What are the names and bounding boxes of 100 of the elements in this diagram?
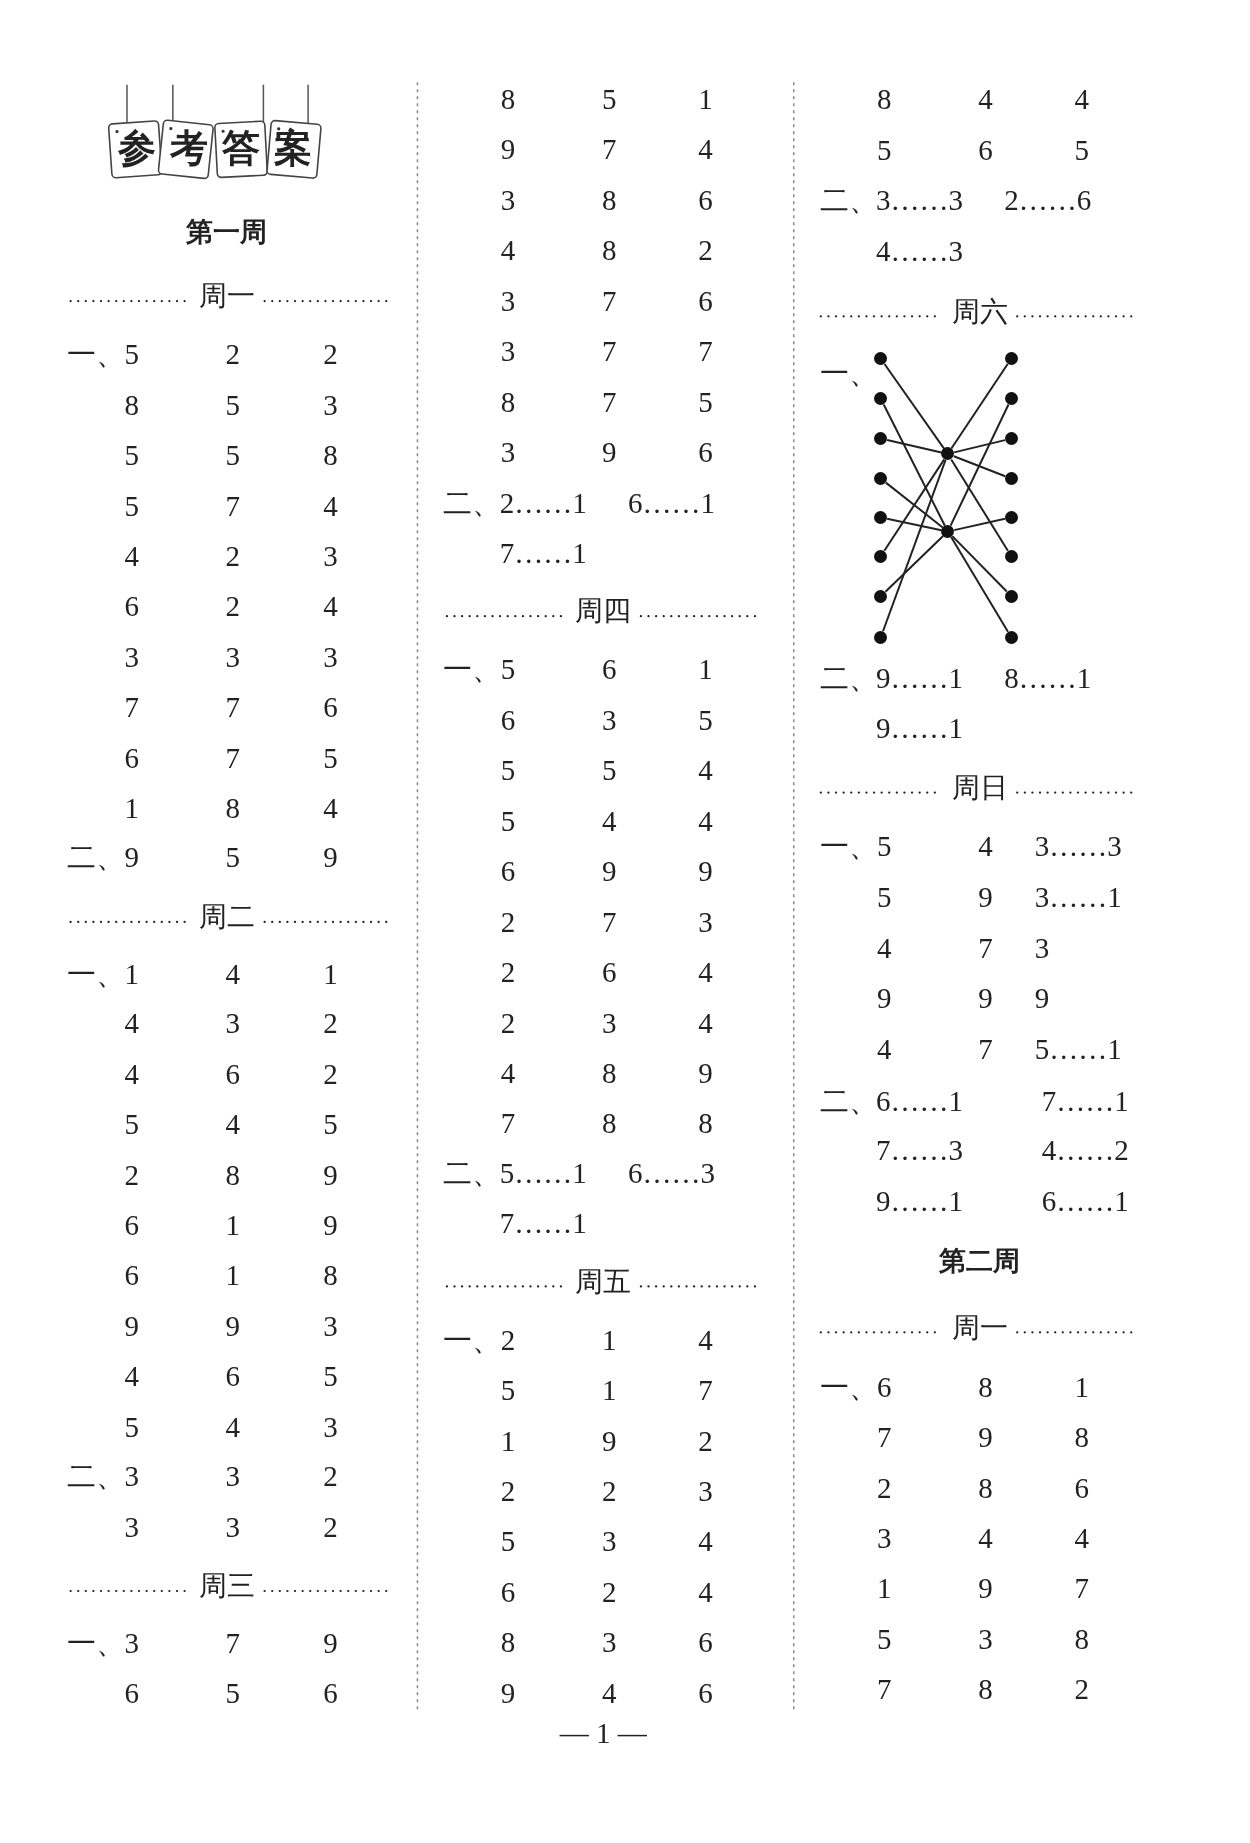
answer-number: 4 <box>978 84 993 116</box>
answer-number: 5 <box>124 1411 139 1444</box>
answer-number: 9 <box>698 856 713 889</box>
day-heading: 周一 <box>951 1312 1008 1343</box>
matching-line <box>886 517 943 532</box>
dot <box>1004 352 1018 366</box>
answer-number: 6 <box>124 742 139 775</box>
answer-number: 8 <box>601 184 617 217</box>
answer-number: 2 <box>500 906 516 939</box>
answer-number: 6 <box>978 134 993 167</box>
dot <box>874 510 888 524</box>
answer-number: 9 <box>323 1159 338 1192</box>
answer-number: 1 <box>601 1324 617 1357</box>
answer-number: 3 <box>225 1511 241 1544</box>
answer-number: 9 <box>500 1677 516 1710</box>
dot <box>874 352 888 366</box>
answer-number: 9 <box>978 983 993 1016</box>
answer-number: 7 <box>978 932 993 965</box>
answer-number: 2 <box>225 541 241 573</box>
question-number: 二、 <box>67 1461 125 1493</box>
answer-number: 5 <box>225 389 241 422</box>
dot <box>874 630 888 644</box>
answer-number: 4 <box>1074 1523 1090 1555</box>
answer-number: 6 <box>225 1361 241 1394</box>
answer-number: 2 <box>500 957 516 989</box>
dot <box>1004 630 1018 644</box>
answer-number: 8 <box>323 1260 338 1293</box>
page-number: — 1 — <box>559 1718 647 1751</box>
answer-number: 6 <box>601 654 617 687</box>
remainder-answer: 7……1 <box>499 1208 587 1241</box>
answer-number: 8 <box>500 84 516 116</box>
day-heading: 周五 <box>575 1266 632 1298</box>
answer-number: 5 <box>500 1375 516 1408</box>
answer-number: 6 <box>500 856 516 889</box>
matching-line <box>883 458 946 552</box>
answer-number: 4 <box>323 490 338 523</box>
answer-number: 6 <box>500 704 516 737</box>
answer-number: 9 <box>601 437 617 469</box>
matching-line <box>949 403 1010 527</box>
answer-number: 4 <box>500 1058 516 1090</box>
answer-number: 1 <box>500 1425 516 1458</box>
matching-line <box>882 403 946 527</box>
answer-number: 2 <box>225 591 241 624</box>
remainder-answer: 7……3 <box>876 1135 964 1168</box>
answer-number: 4 <box>323 591 338 624</box>
dot <box>874 549 888 563</box>
remainder-answer: 9……1 <box>876 662 964 695</box>
answer-number: 1 <box>877 1573 892 1606</box>
matching-line <box>884 481 944 529</box>
answer-number: 4 <box>978 830 993 863</box>
answer-number: 5……1 <box>1034 1033 1122 1066</box>
answer-number: 6 <box>698 1677 713 1710</box>
answer-number: 3 <box>877 1523 892 1555</box>
dot <box>1004 510 1018 524</box>
answer-number: 2 <box>323 1008 338 1041</box>
dot <box>1004 392 1018 406</box>
answer-number: 5 <box>601 84 617 116</box>
answer-number: 7 <box>1074 1573 1090 1606</box>
answer-number: 4 <box>225 1109 241 1142</box>
remainder-answer: 4……2 <box>1041 1135 1129 1168</box>
question-number: 一、 <box>819 358 878 390</box>
answer-number: 8 <box>601 235 617 268</box>
week-heading: 第二周 <box>939 1245 1021 1276</box>
answer-number: 3 <box>124 642 139 674</box>
answer-number: 3 <box>323 541 338 573</box>
answer-number: 3 <box>1034 932 1050 965</box>
answer-number: 8 <box>601 1108 617 1141</box>
answer-number: 2 <box>124 1159 139 1192</box>
answer-number: 4 <box>1074 84 1090 116</box>
answer-number: 6 <box>698 437 713 469</box>
answer-number: 3 <box>500 184 516 217</box>
answer-number: 5 <box>698 386 713 419</box>
answer-number: 6 <box>124 1210 139 1242</box>
title: 参考答案 <box>116 128 326 171</box>
answer-number: 3 <box>124 1461 139 1493</box>
answer-number: 1 <box>698 84 713 116</box>
question-number: 一、 <box>67 1628 125 1660</box>
answer-number: 5 <box>225 1678 241 1711</box>
answer-number: 3 <box>323 1310 338 1343</box>
answer-number: 3 <box>500 336 516 369</box>
answer-number: 7 <box>225 742 241 775</box>
answer-number: 8 <box>323 440 338 473</box>
answer-number: 4 <box>877 932 892 965</box>
answer-number: 7 <box>601 336 617 369</box>
question-number: 二、 <box>819 1085 878 1118</box>
answer-number: 5 <box>877 882 892 915</box>
answer-number: 1 <box>124 793 139 826</box>
answer-number: 7 <box>225 1628 241 1660</box>
answer-number: 4 <box>698 134 713 167</box>
answer-number: 5 <box>1074 134 1090 167</box>
answer-number: 4 <box>124 1008 139 1041</box>
answer-number: 4 <box>698 805 713 838</box>
day-heading: 周二 <box>198 901 255 933</box>
remainder-answer: 6……3 <box>627 1157 715 1190</box>
remainder-answer: 2……1 <box>499 488 587 521</box>
answer-number: 2 <box>601 1476 617 1508</box>
answer-number: 7 <box>601 134 617 167</box>
answer-number: 6 <box>698 285 713 318</box>
answer-number: 3……1 <box>1034 882 1122 915</box>
answer-number: 7 <box>601 906 617 939</box>
